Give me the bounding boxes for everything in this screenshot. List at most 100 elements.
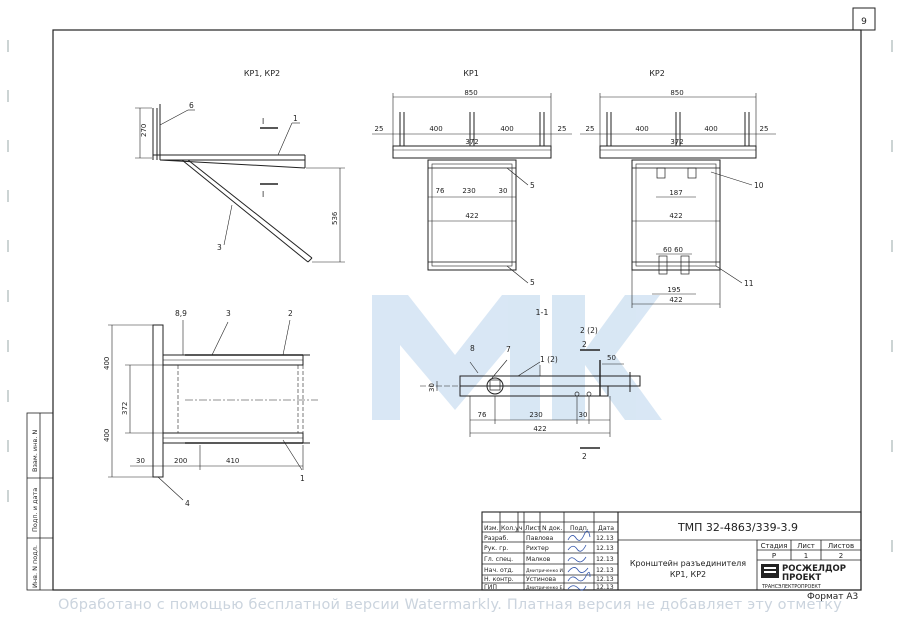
plan-callout-3: 3: [226, 309, 231, 318]
role-razrab: Разраб.: [484, 534, 508, 542]
header-izm: Изм.: [484, 525, 499, 532]
role-gip: ГИП: [484, 584, 497, 591]
kr2-dim-422-bottom: 422: [669, 296, 682, 304]
kr1-dim-400-left: 400: [429, 125, 442, 133]
kr2-dim-25-right: 25: [760, 125, 769, 133]
date-gl-spec: 12.13: [596, 556, 614, 563]
dim-536: 536: [331, 211, 339, 225]
view-kr2: [580, 93, 776, 308]
name-n-kontr: Устинова: [526, 576, 556, 583]
side-stamp-label-podp-data: Подп. и дата: [31, 488, 39, 532]
plan-dim-30: 30: [136, 457, 145, 465]
kr2-dim-60-60: 60 60: [663, 246, 683, 254]
section-callout-1-2: 1 (2): [540, 355, 558, 364]
dim-270: 270: [140, 124, 148, 137]
view-side-elevation: [135, 104, 345, 263]
stage-value-list: 1: [804, 552, 808, 560]
callout-6: 6: [189, 101, 194, 110]
view-section-1-1: [420, 349, 641, 449]
section-callout-2-2: 2 (2): [580, 326, 598, 335]
kr2-dim-195: 195: [667, 286, 680, 294]
role-n-kontr: Н. контр.: [484, 576, 514, 583]
name-gl-spec: Малков: [526, 556, 551, 563]
kr2-dim-187: 187: [669, 189, 682, 197]
stage-value-listov: 2: [839, 552, 843, 560]
name-razrab: Павлова: [526, 535, 553, 542]
date-n-kontr: 12.13: [596, 576, 614, 583]
name-nach-otd: Дмитриченко И.: [526, 568, 564, 574]
kr2-dim-422: 422: [669, 212, 682, 220]
date-nach-otd: 12.13: [596, 567, 614, 574]
section-callout-8: 8: [470, 344, 475, 353]
company-name-line-3: ТРАНСЭЛЕКТРОПРОЕКТ: [761, 584, 821, 590]
date-gip: 12.13: [596, 584, 614, 591]
date-razrab: 12.13: [596, 535, 614, 542]
section-dim-76: 76: [478, 411, 487, 419]
section-dim-422: 422: [533, 425, 546, 433]
section-dim-230: 230: [529, 411, 542, 419]
kr2-dim-400-left: 400: [635, 125, 648, 133]
stage-header-stadiya: Стадия: [761, 542, 788, 550]
kr1-dim-76: 76: [436, 187, 445, 195]
role-ruk-gr: Рук. гр.: [484, 545, 508, 552]
kr1-dim-25-right: 25: [558, 125, 567, 133]
kr1-dim-230: 230: [462, 187, 475, 195]
callout-3: 3: [217, 243, 222, 252]
stage-value-stadiya: Р: [772, 552, 776, 560]
header-data: Дата: [598, 525, 614, 532]
section-mark-top: I: [262, 117, 264, 126]
side-stamp-label-inv-podl: Инв. N подл.: [31, 545, 39, 588]
header-kol-uch: Кол.уч: [501, 525, 523, 532]
header-podp: Подп.: [570, 525, 589, 532]
format-label: Формат А3: [807, 592, 859, 602]
side-stamp-label-vzam: Взам. инв. N: [31, 430, 39, 472]
company-name-line-2: ПРОЕКТ: [782, 573, 821, 583]
header-n-dok: N док.: [542, 525, 562, 532]
role-gl-spec: Гл. спец.: [484, 556, 513, 563]
watermark-text: Обработано с помощью бесплатной версии W…: [57, 597, 843, 613]
doc-code: ТМП 32-4863/339-3.9: [677, 521, 798, 534]
kr1-dim-422: 422: [465, 212, 478, 220]
kr1-dim-30: 30: [499, 187, 508, 195]
plan-dim-400-bottom: 400: [103, 429, 111, 442]
title-block-headers: Изм. Кол.уч Лист N док. Подп. Дата: [484, 525, 614, 532]
kr2-dim-372: 372: [670, 138, 683, 146]
company-name-line-1: РОСЖЕЛДОР: [782, 564, 846, 574]
stage-header-list: Лист: [797, 542, 815, 550]
section-dim-30: 30: [579, 411, 588, 419]
plan-callout-4: 4: [185, 499, 190, 508]
view-kr1: [372, 93, 572, 284]
plan-callout-2: 2: [288, 309, 293, 318]
section-dim-30-left: 30: [428, 383, 436, 392]
date-ruk-gr: 12.13: [596, 545, 614, 552]
stage-header-listov: Листов: [828, 542, 854, 550]
background-logo-watermark: [372, 295, 662, 420]
plan-dim-400-top: 400: [103, 357, 111, 370]
kr2-dim-25-left: 25: [586, 125, 595, 133]
plan-callout-8-9: 8,9: [175, 309, 187, 318]
header-list: Лист: [525, 525, 541, 532]
description-line-1: Кронштейн разъединителя: [630, 559, 746, 568]
plan-dim-372: 372: [121, 402, 129, 415]
kr2-dim-400-right: 400: [704, 125, 717, 133]
section-dim-50: 50: [607, 354, 616, 362]
plan-dim-200: 200: [174, 457, 187, 465]
kr1-callout-5-top: 5: [530, 181, 535, 190]
plan-dim-410: 410: [226, 457, 239, 465]
kr1-dim-25-left: 25: [375, 125, 384, 133]
name-ruk-gr: Рихтер: [526, 545, 549, 552]
section-mark-2-top: 2: [582, 340, 587, 349]
view-kr2-title: КР2: [649, 69, 665, 78]
description-line-2: КР1, КР2: [670, 570, 706, 579]
kr1-dim-850: 850: [464, 89, 477, 97]
binding-margin-marks: [7, 40, 893, 552]
kr2-dim-850: 850: [670, 89, 683, 97]
role-nach-otd: Нач. отд.: [484, 567, 514, 574]
signatures: [567, 530, 591, 591]
view-side-elevation-title: КР1, КР2: [244, 69, 280, 78]
name-gip: Дмитриченко Е.: [526, 585, 564, 591]
side-stamp: [26, 412, 54, 591]
title-block-roles: Разраб. Павлова 12.13 Рук. гр. Рихтер 12…: [484, 534, 614, 591]
kr2-callout-10: 10: [754, 181, 764, 190]
kr1-callout-5-bottom: 5: [530, 278, 535, 287]
